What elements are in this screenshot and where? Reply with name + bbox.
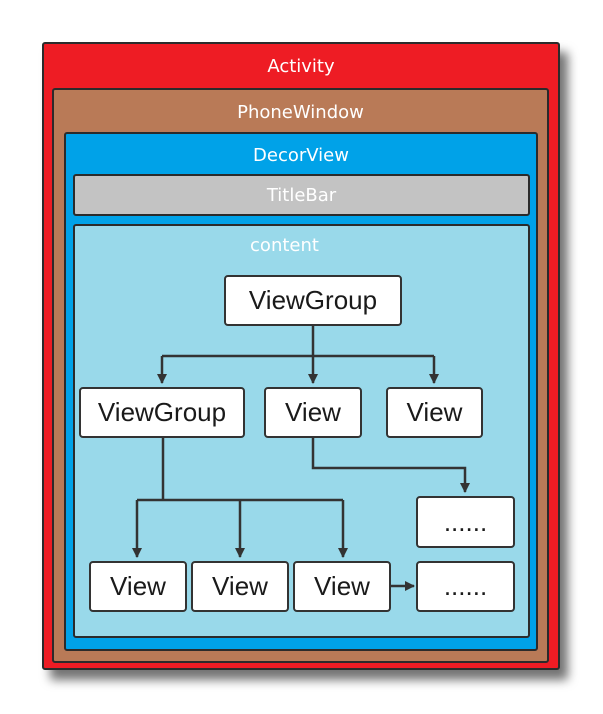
child-viewgroup-node: ViewGroup — [79, 387, 245, 438]
view-node-a: View — [264, 387, 362, 438]
view-node-b: View — [386, 387, 483, 438]
title-bar-label: TitleBar — [266, 185, 337, 206]
ellipsis-node-lower: ...... — [416, 561, 515, 612]
leaf-view-node-2: View — [191, 561, 289, 612]
root-viewgroup-node: ViewGroup — [224, 275, 402, 326]
leaf-view-node-3: View — [293, 561, 391, 612]
content-label: content — [250, 235, 319, 256]
leaf-view-node-1: View — [89, 561, 187, 612]
decor-view-label: DecorView — [253, 145, 349, 166]
phone-window-label: PhoneWindow — [237, 102, 364, 123]
activity-label: Activity — [267, 56, 335, 77]
title-bar-layer: TitleBar — [73, 174, 530, 216]
ellipsis-node-upper: ...... — [416, 496, 515, 548]
